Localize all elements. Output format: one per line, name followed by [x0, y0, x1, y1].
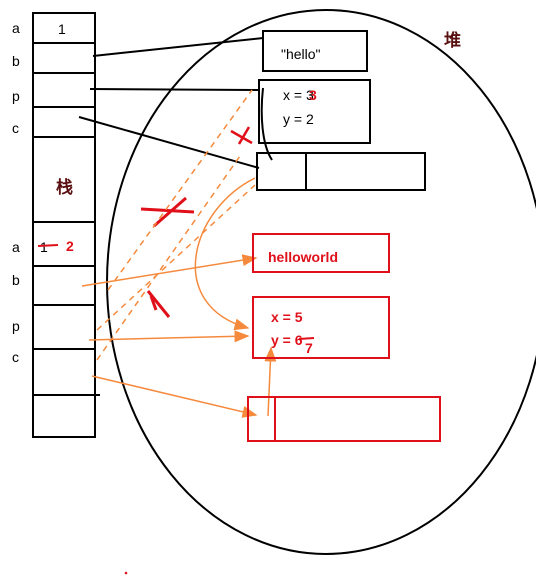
- heap-point-x-new: 3: [309, 87, 317, 103]
- stray-dot: [124, 571, 128, 575]
- heap-new-point-x: x = 5: [271, 309, 303, 325]
- cross-mark-3: [146, 290, 171, 318]
- heap-new-point-y-new: 7: [305, 340, 313, 356]
- ref-array-to-point: [260, 87, 273, 161]
- stack2-var-b: b: [12, 272, 20, 288]
- heap-new-string-box: [252, 233, 390, 273]
- heap-string-text: "hello": [281, 46, 321, 62]
- cross-mark-1: [230, 126, 253, 145]
- heap-new-string-text: helloworld: [268, 249, 338, 265]
- stack2-a-strike: [37, 244, 59, 247]
- stack-var-p: p: [12, 88, 20, 104]
- stack2-value-a-new: 2: [66, 238, 74, 254]
- stack2-var-a: a: [12, 239, 20, 255]
- stack-var-b: b: [12, 53, 20, 69]
- ref-point-copy: [194, 177, 256, 331]
- stack2-value-a: 1: [40, 239, 48, 255]
- heap-point-x: x = 3: [283, 87, 314, 103]
- stack2-var-c: c: [12, 349, 19, 365]
- old-refs: [96, 89, 256, 361]
- heap-point-y: y = 2: [283, 111, 314, 127]
- stack-var-c: c: [12, 120, 19, 136]
- heap-string-box: [262, 30, 368, 72]
- ref-b-to-hello: [92, 37, 264, 57]
- stack-var-a: a: [12, 20, 20, 36]
- heap-title: 堆: [444, 30, 461, 51]
- stack-frame: [32, 12, 100, 438]
- stack-value-a: 1: [58, 21, 66, 37]
- ref-c-to-array: [78, 116, 260, 169]
- ref-array-to-new-point: [264, 346, 277, 417]
- heap-array-box: [256, 152, 426, 191]
- heap-new-array-box: [247, 396, 441, 442]
- cross-mark-2: [140, 196, 195, 228]
- heap-new-point-y: y = 6: [271, 332, 303, 348]
- heap-region: [106, 9, 536, 555]
- ref-p-to-point: [89, 88, 260, 91]
- ref-new-b: [81, 254, 258, 287]
- heap-point-box: [258, 79, 371, 144]
- heap-new-point-box: [252, 296, 390, 359]
- ref-new-p: [88, 330, 250, 343]
- stack-title: 栈: [56, 177, 73, 198]
- ref-new-c: [91, 375, 258, 418]
- stack2-var-p: p: [12, 318, 20, 334]
